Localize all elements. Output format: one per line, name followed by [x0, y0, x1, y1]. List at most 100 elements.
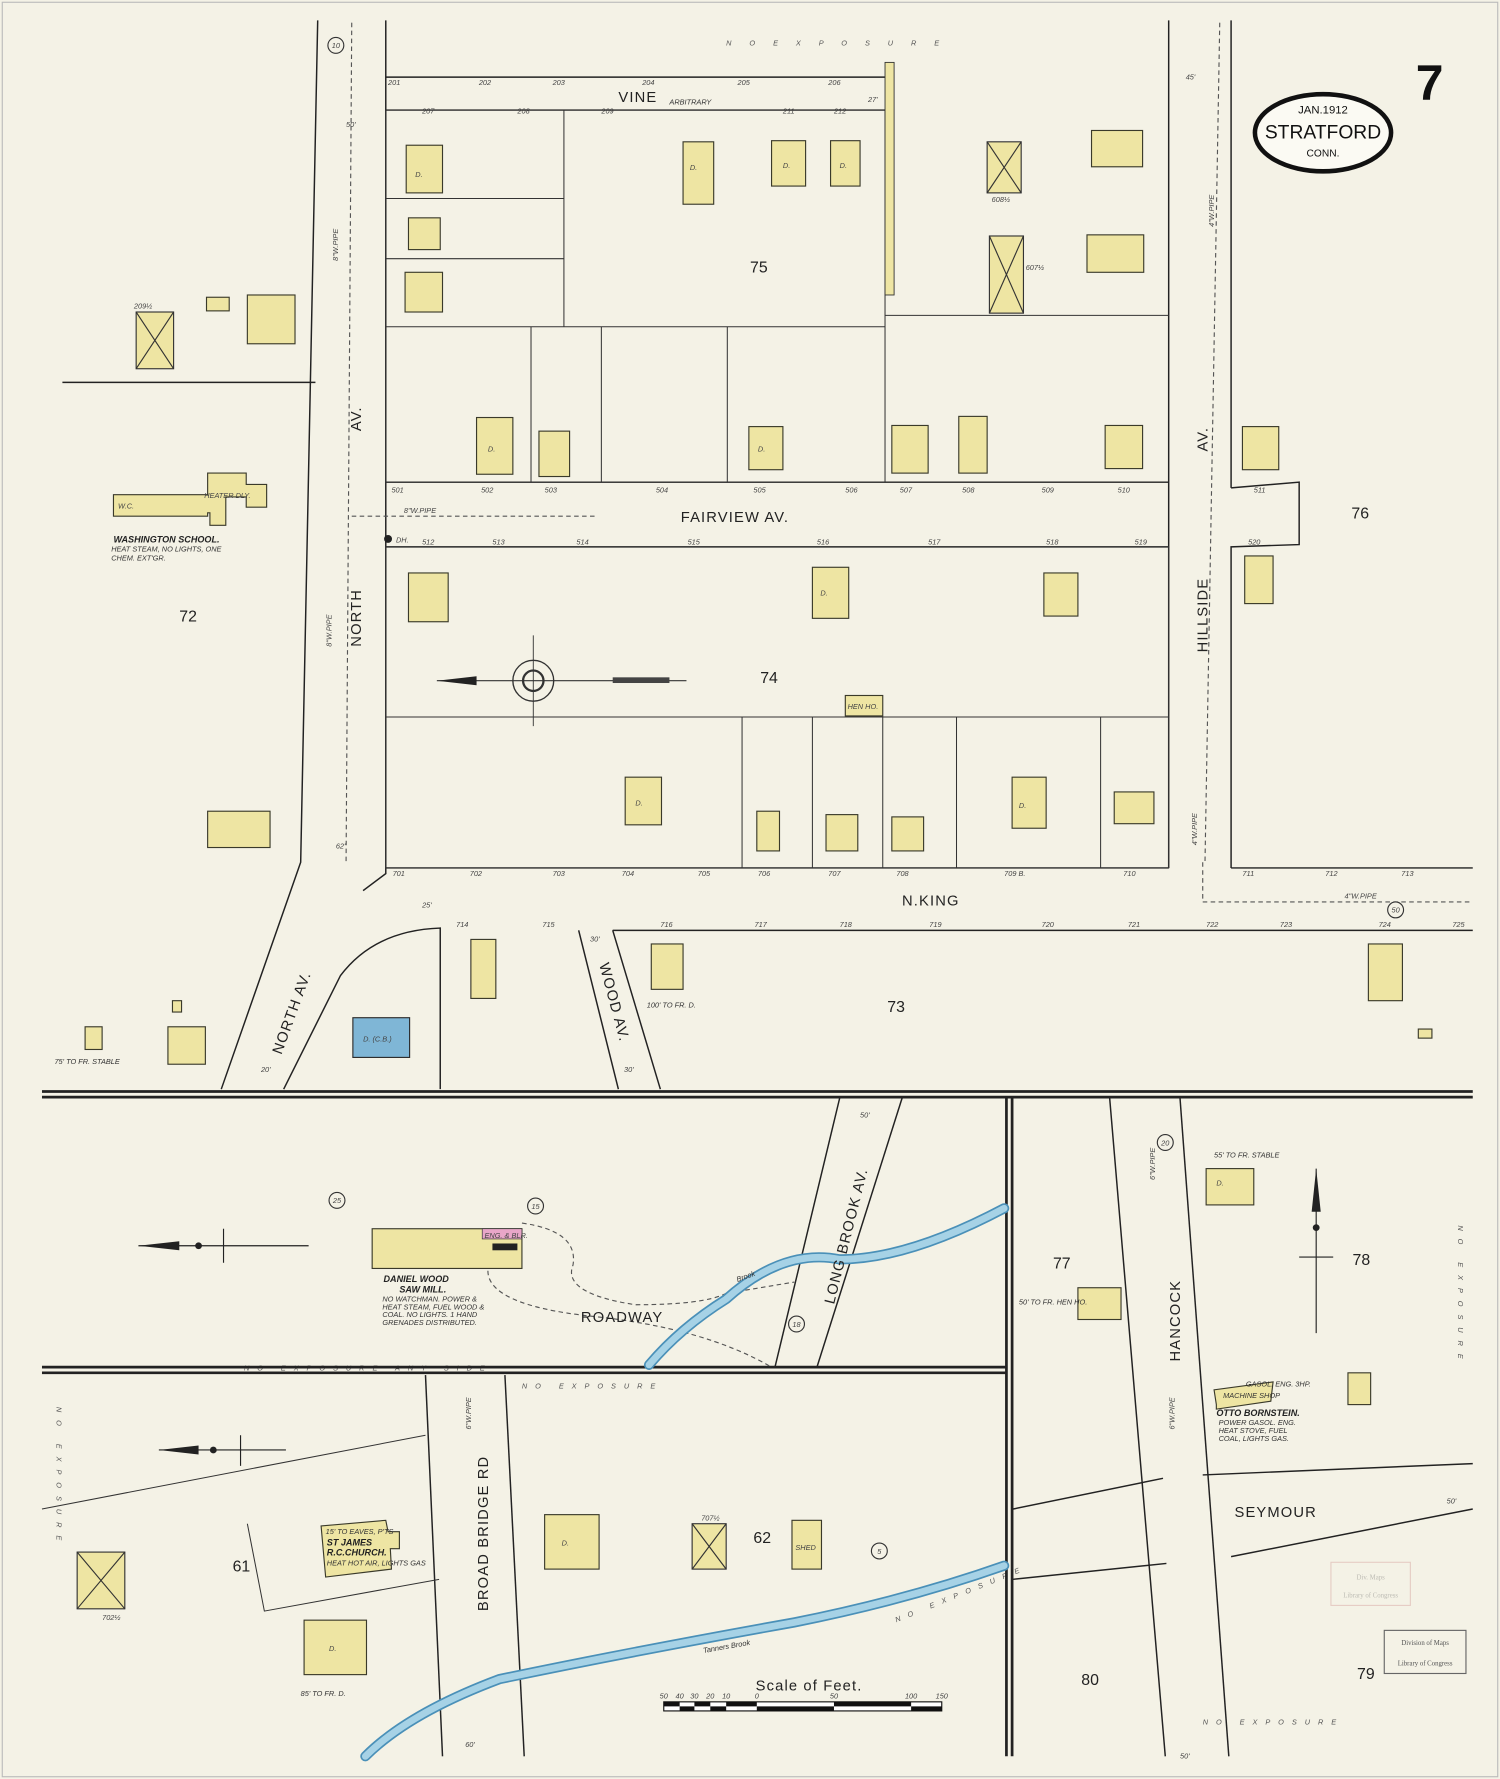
hydrant-number: 5 — [877, 1547, 882, 1556]
hydrant-icon — [870, 1542, 888, 1560]
house-number: 719 — [929, 920, 941, 929]
dh-label: DH. — [396, 535, 409, 544]
house-number: 503 — [545, 485, 558, 494]
outbuilding — [171, 1000, 183, 1013]
street-vine: VINE — [618, 90, 657, 106]
dwelling — [407, 217, 441, 251]
dwelling — [1104, 424, 1144, 470]
house-number: 708 — [896, 869, 909, 878]
state-name: CONN. — [1307, 149, 1340, 160]
hydrant-number: 25 — [332, 1196, 342, 1205]
north-arrow — [1299, 1168, 1334, 1334]
house-number: 202 — [478, 78, 491, 87]
dwelling — [1367, 943, 1403, 1002]
dwelling — [748, 426, 784, 471]
st-james-church: 15' TO EAVES, P'TS ST JAMES R.C.CHURCH. … — [320, 1519, 426, 1578]
dimension: 60' — [465, 1740, 475, 1749]
sawmill-note: GRENADES DISTRIBUTED. — [382, 1318, 476, 1327]
faded-stamp: Div. Maps Library of Congress — [1330, 1561, 1411, 1606]
house-number: 709 B. — [1004, 869, 1025, 878]
otto-bornstein-machine-shop: MACHINE SHOP GASOL. ENG. 3HP. OTTO BORNS… — [1213, 1379, 1311, 1443]
crossed-building — [691, 1523, 727, 1570]
scale-tick-label: 50 — [660, 1691, 669, 1700]
house-number: 716 — [660, 920, 673, 929]
dwelling — [650, 943, 684, 990]
house-number: 722 — [1206, 920, 1218, 929]
dwelling — [470, 938, 497, 999]
house-number: 515 — [688, 538, 701, 547]
house-number: 518 — [1046, 538, 1059, 547]
dwelling — [475, 416, 514, 475]
block-number: 78 — [1352, 1252, 1370, 1269]
hydrant-icon — [1156, 1133, 1174, 1152]
scale-tick-label: 40 — [676, 1691, 685, 1700]
brick-dwelling — [352, 1017, 411, 1058]
stamp-text: Library of Congress — [1398, 1661, 1453, 1668]
pipe-label: 8"W.PIPE — [404, 506, 436, 515]
house-number: 504 — [656, 485, 668, 494]
house-number: 507 — [900, 485, 913, 494]
hydrant-icon — [327, 36, 345, 54]
dwelling — [1090, 129, 1144, 168]
house-number: 514 — [576, 538, 588, 547]
house-number: 702 — [470, 869, 482, 878]
house-number: 205 — [737, 78, 751, 87]
title-cartouche: JAN.1912 STRATFORD CONN. — [1252, 91, 1394, 174]
pipe-label: 4"W.PIPE — [1345, 892, 1377, 901]
church-name: R.C.CHURCH. — [327, 1547, 387, 1557]
sheet-date: JAN.1912 — [1298, 104, 1348, 116]
house-number: 705 — [698, 869, 711, 878]
dwelling — [811, 566, 850, 619]
dwelling-label: D. — [415, 170, 422, 179]
machine-shop-note: COAL, LIGHTS GAS. — [1219, 1434, 1289, 1443]
dwelling — [167, 1026, 206, 1065]
block-number: 75 — [750, 259, 768, 276]
church-name: ST JAMES — [327, 1537, 372, 1547]
library-stamp: Division of Maps Library of Congress — [1383, 1629, 1467, 1675]
house-number: 512 — [422, 538, 434, 547]
dwelling — [958, 415, 988, 474]
dimension: 45' — [1186, 72, 1196, 81]
dwelling-label: D. — [1216, 1179, 1223, 1188]
street-vine-note: ARBITRARY — [668, 97, 712, 106]
dwelling-label: D. — [758, 445, 765, 454]
town-name: STRATFORD — [1265, 122, 1381, 143]
dwelling — [207, 810, 271, 849]
dwelling — [1241, 426, 1280, 471]
school-name: WASHINGTON SCHOOL. — [113, 534, 219, 544]
house-number: 721 — [1128, 920, 1140, 929]
dwelling-label: D. — [840, 161, 847, 170]
block-number: 76 — [1351, 505, 1369, 522]
scale-tick-label: 100 — [905, 1691, 918, 1700]
exposure-note-bottom: NO EXPOSURE — [1203, 1718, 1344, 1727]
dwelling — [246, 294, 296, 345]
exposure-note-top: N O E X P O S U R E — [726, 38, 947, 47]
crossed-building — [135, 311, 175, 370]
exposure-note-left: NO EXPOSURE — [55, 1407, 64, 1548]
outbuilding — [1417, 1028, 1433, 1039]
stamp-text: Division of Maps — [1401, 1640, 1449, 1647]
scale-tick-label: 10 — [722, 1691, 731, 1700]
hydrant-number: 18 — [792, 1320, 801, 1329]
dimension: 25' — [421, 901, 432, 910]
dwelling — [303, 1619, 368, 1676]
dwelling — [1244, 555, 1274, 605]
dwelling — [624, 776, 663, 826]
stamp-text: Library of Congress — [1343, 1592, 1398, 1599]
title-oval — [1252, 91, 1394, 174]
hen-house-label: HEN HO. — [848, 702, 879, 711]
dwelling — [407, 572, 449, 623]
distance-note: 55' TO FR. STABLE — [1214, 1150, 1279, 1159]
lower-street-lines — [41, 1098, 1473, 1757]
washington-school: W.C. HEATER DLY. WASHINGTON SCHOOL. HEAT… — [111, 472, 268, 562]
dwelling — [538, 430, 571, 478]
scale-tick-label: 0 — [755, 1691, 760, 1700]
house-number: 704 — [622, 869, 634, 878]
dimension: 50' — [860, 1111, 870, 1120]
house-number: 207 — [421, 106, 435, 115]
house-number: 501 — [391, 485, 403, 494]
block-numbers: 72 75 74 76 73 77 78 62 61 80 79 — [179, 259, 1375, 1689]
house-number: 509 — [1042, 485, 1054, 494]
